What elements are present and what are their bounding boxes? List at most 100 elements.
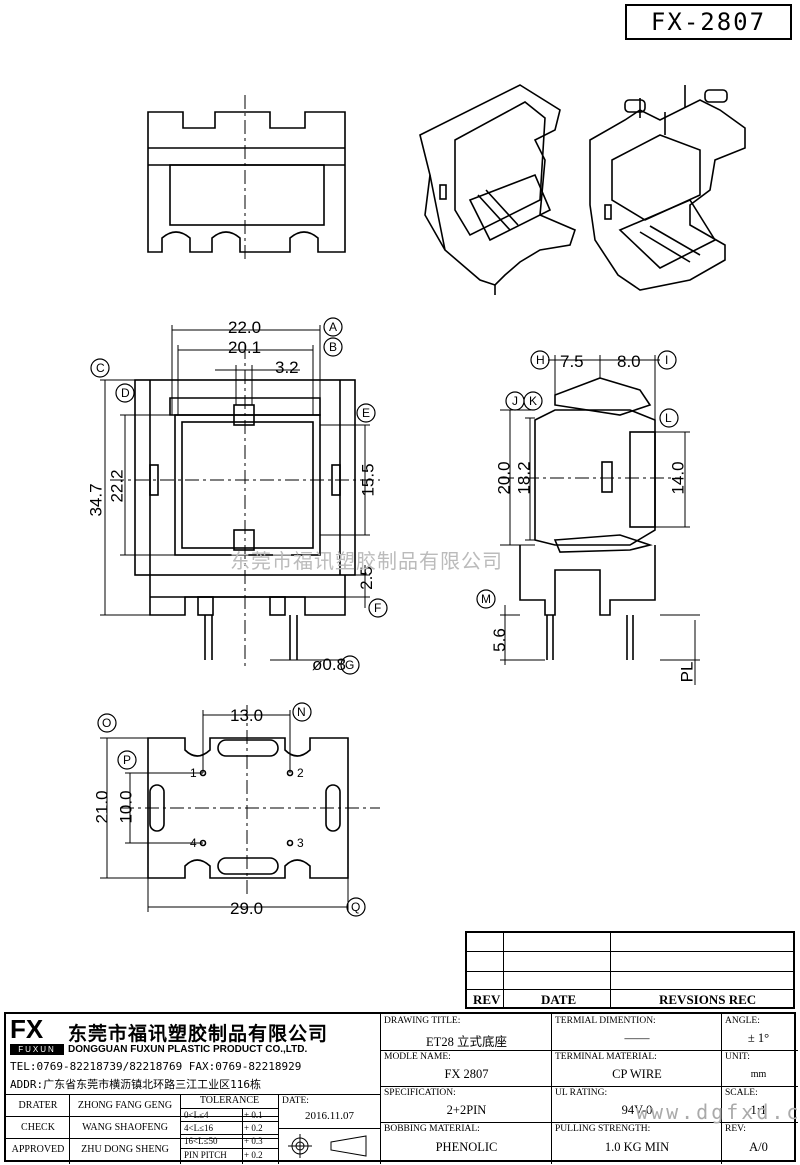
dim-18-2: 18.2 [514, 461, 534, 495]
ul-rating-label: UL RATING: [555, 1088, 608, 1098]
tol-range-1: 0<L≤4 [184, 1110, 209, 1120]
date-header: DATE [541, 992, 577, 1007]
unit-value: mm [750, 1069, 767, 1080]
name-check: WANG SHAOFENG [82, 1122, 168, 1133]
dim-7-5: 7.5 [560, 352, 584, 371]
pin-4-label: 4 [190, 836, 197, 850]
company-logo: FX [10, 1014, 44, 1044]
terminal-dimention-value: —— [624, 1031, 650, 1045]
callout-d: D [121, 386, 130, 400]
dim-8-0: 8.0 [617, 352, 641, 371]
isometric-view-right [589, 85, 746, 291]
specification-label: SPECIFICATION: [384, 1088, 456, 1098]
dim-20-1: 20.1 [228, 338, 262, 357]
pulling-strength-value: 1.0 KG MIN [604, 1140, 670, 1154]
callout-g: G [345, 658, 355, 672]
callout-q: Q [351, 900, 361, 914]
dim-pin-diameter: ø0.8 [312, 655, 347, 674]
dim-14-0: 14.0 [668, 461, 688, 495]
dim-34-7: 34.7 [86, 483, 106, 517]
tolerance-title: TOLERANCE [199, 1095, 260, 1106]
site-watermark: www.dgfxd.cn [636, 1100, 800, 1124]
tol-value-4: + 0.2 [244, 1150, 263, 1160]
drawing-title-label: DRAWING TITLE: [384, 1016, 461, 1026]
callout-h: H [536, 353, 545, 367]
callout-a: A [329, 320, 338, 334]
projection-symbol-icon [288, 1134, 367, 1158]
isometric-view-left [419, 84, 576, 295]
pin-1-label: 1 [190, 766, 197, 780]
dim-10-0: 10.0 [116, 790, 136, 824]
callout-c: C [96, 361, 105, 375]
date-value: 2016.11.07 [304, 1110, 355, 1122]
tol-range-2: 4<L≤16 [184, 1123, 214, 1133]
bobbing-material-label: BOBBING MATERIAL: [384, 1124, 480, 1134]
dim-21-0: 21.0 [92, 790, 112, 824]
tol-value-3: + 0.3 [244, 1136, 263, 1146]
callout-n: N [297, 705, 306, 719]
tol-value-1: + 0.1 [244, 1110, 263, 1120]
company-tel: TEL:0769-82218739/82218769 FAX:0769-8221… [10, 1060, 302, 1073]
ul-rating-value: 94V-0 [621, 1103, 653, 1117]
callout-l: L [665, 411, 672, 425]
specification-value: 2+2PIN [446, 1103, 487, 1117]
terminal-dimention-label: TERMIAL DIMENTION: [555, 1016, 656, 1026]
module-name-label: MODLE NAME: [384, 1052, 451, 1062]
dim-13-0: 13.0 [230, 706, 264, 725]
dim-20-0: 20.0 [494, 461, 514, 495]
pin-3-label: 3 [297, 836, 304, 850]
callout-f: F [374, 601, 382, 615]
role-approved: APPROVED [11, 1144, 65, 1155]
dim-15-5: 15.5 [358, 463, 378, 497]
module-name-value: FX 2807 [444, 1067, 489, 1081]
pulling-strength-label: PULLING STRENGTH: [555, 1124, 651, 1134]
part-number-title: FX-2807 [625, 4, 792, 40]
name-drater: ZHONG FANG GENG [77, 1100, 173, 1111]
dim-22-2: 22.2 [107, 469, 127, 503]
date-label: DATE: [282, 1096, 309, 1106]
bottom-view [100, 705, 380, 912]
side-view [500, 355, 700, 685]
technical-drawing [90, 84, 746, 917]
callout-i: I [665, 353, 669, 367]
role-check: CHECK [21, 1122, 55, 1133]
callout-o: O [102, 716, 112, 730]
company-logo-sub: FUXUN [10, 1044, 64, 1055]
callout-b: B [329, 340, 338, 354]
company-addr: ADDR:广东省东莞市横沥镇北环路三江工业区116栋 [10, 1078, 261, 1091]
callout-j: J [512, 394, 518, 408]
title-block: FX FUXUN 东莞市福讯塑胶制品有限公司 DONGGUAN FUXUN PL… [4, 1012, 800, 1164]
revision-table: REV DATE REVSIONS REC [465, 931, 795, 1009]
rev-label: REV: [725, 1124, 746, 1134]
callout-p: P [123, 753, 132, 767]
dim-3-2: 3.2 [275, 358, 299, 377]
rev-header: REV [473, 992, 501, 1007]
dim-29-0: 29.0 [230, 899, 264, 918]
bobbing-material-value: PHENOLIC [435, 1140, 498, 1154]
dim-pl: PL [677, 661, 697, 683]
callout-e: E [362, 406, 371, 420]
tol-range-3: 16<L≤50 [184, 1136, 218, 1146]
dim-22: 22.0 [228, 318, 262, 337]
top-view [147, 95, 346, 262]
unit-label: UNIT: [725, 1052, 750, 1062]
tol-range-4: PIN PITCH [184, 1150, 227, 1160]
tol-value-2: + 0.2 [244, 1123, 263, 1133]
front-view [100, 325, 380, 670]
scale-label: SCALE: [725, 1088, 758, 1098]
role-drater: DRATER [18, 1100, 58, 1111]
pin-2-label: 2 [297, 766, 304, 780]
terminal-material-value: CP WIRE [612, 1067, 662, 1081]
company-name-en: DONGGUAN FUXUN PLASTIC PRODUCT CO.,LTD. [68, 1044, 308, 1055]
scale-value: 1:1 [750, 1103, 767, 1117]
callout-k: K [529, 394, 538, 408]
name-approved: ZHU DONG SHENG [81, 1144, 169, 1155]
terminal-material-label: TERMINAL MATERIAL: [555, 1052, 657, 1062]
revisions-header: REVSIONS REC [659, 992, 757, 1007]
angle-label: ANGLE: [725, 1016, 760, 1026]
dim-5-6: 5.6 [489, 628, 509, 652]
callout-m: M [481, 592, 491, 606]
drawing-title-value: ET28 立式底座 [426, 1035, 507, 1049]
rev-value: A/0 [749, 1140, 768, 1154]
angle-value: ± 1° [747, 1031, 770, 1045]
